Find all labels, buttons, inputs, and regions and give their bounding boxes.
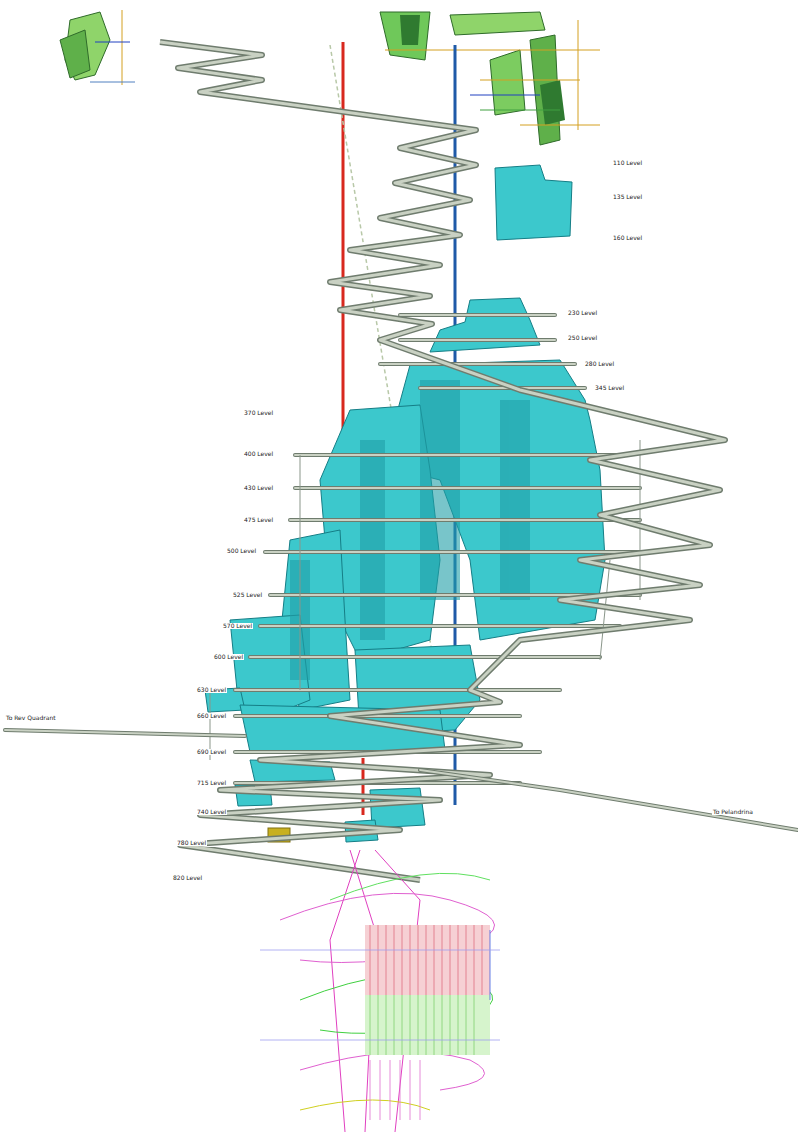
level-label: 250 Level xyxy=(567,335,598,342)
access-drives xyxy=(5,730,798,830)
drill-traces xyxy=(280,850,495,1132)
level-label: 400 Level xyxy=(243,451,274,458)
level-label: 820 Level xyxy=(172,875,203,882)
level-label: 110 Level xyxy=(612,160,643,167)
level-label: To Pelandrina xyxy=(712,809,754,816)
level-label: 660 Level xyxy=(196,713,227,720)
level-label: 570 Level xyxy=(222,623,253,630)
level-label: 280 Level xyxy=(584,361,615,368)
level-label: 230 Level xyxy=(567,310,598,317)
assay-hatching xyxy=(260,925,500,1120)
level-label: 715 Level xyxy=(196,780,227,787)
level-drives-highlight xyxy=(235,315,640,783)
level-label: 630 Level xyxy=(196,687,227,694)
stope-solids xyxy=(205,165,605,842)
level-label: 345 Level xyxy=(594,385,625,392)
level-label: 430 Level xyxy=(243,485,274,492)
level-label: 525 Level xyxy=(232,592,263,599)
level-label: 740 Level xyxy=(196,809,227,816)
level-label: 690 Level xyxy=(196,749,227,756)
stope-shading xyxy=(290,380,530,680)
level-label: 135 Level xyxy=(612,194,643,201)
level-label: 780 Level xyxy=(176,840,207,847)
level-label: 500 Level xyxy=(226,548,257,555)
level-label: 160 Level xyxy=(612,235,643,242)
level-label: 370 Level xyxy=(243,410,274,417)
level-label: 475 Level xyxy=(243,517,274,524)
surface-workings xyxy=(60,10,600,145)
level-drives xyxy=(235,315,640,783)
level-label: To Rev Quadrant xyxy=(5,715,57,722)
decline xyxy=(160,42,725,880)
level-label: 600 Level xyxy=(213,654,244,661)
